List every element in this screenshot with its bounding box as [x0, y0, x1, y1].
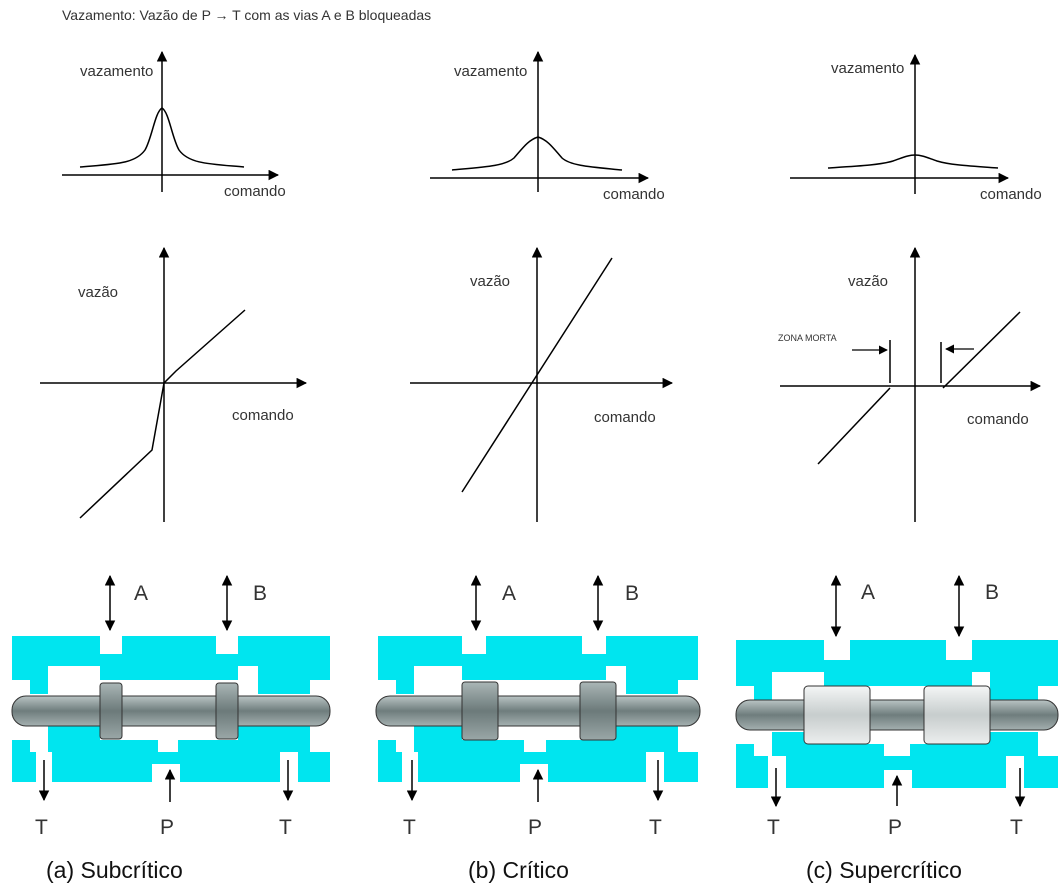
y-label: vazão: [470, 273, 510, 290]
x-label: comando: [603, 186, 665, 203]
valve-body-bottom: [378, 726, 698, 782]
leak-graph-c: vazamento comando: [790, 53, 1042, 203]
flow-curve-negative: [817, 387, 891, 465]
y-label: vazão: [78, 284, 118, 301]
valve-a: A B T P T: [11, 574, 331, 839]
valve-body-top: [12, 636, 330, 694]
header-text: Vazamento: Vazão de P → T com as vias A …: [62, 7, 431, 23]
port-b-label: B: [985, 581, 999, 604]
flow-graph-b: vazão comando: [410, 246, 674, 522]
spool-land-right: [923, 685, 991, 745]
port-t-left-label: T: [35, 816, 48, 839]
y-label: vazamento: [454, 63, 527, 80]
port-p-label: P: [160, 816, 174, 839]
leak-curve: [79, 107, 245, 168]
valve-body-top: [736, 640, 1058, 700]
spool-land-left: [461, 681, 499, 741]
spool-rod: [11, 695, 331, 727]
port-p-label: P: [888, 816, 902, 839]
spool-rod: [375, 695, 701, 727]
caption-a: (a) Subcrítico: [46, 857, 183, 883]
spool-land-right: [215, 682, 239, 740]
port-b-label: B: [253, 582, 267, 605]
spool-land-left: [803, 685, 871, 745]
port-t-left-label: T: [767, 816, 780, 839]
flow-graph-c: ZONA MORTA vazão comando: [778, 246, 1042, 522]
leak-graph-a: vazamento comando: [62, 50, 286, 200]
leak-curve: [451, 136, 623, 171]
valve-body-bottom: [736, 732, 1058, 788]
port-a-label: A: [861, 581, 875, 604]
port-a-label: A: [134, 582, 148, 605]
caption-b: (b) Crítico: [468, 857, 569, 883]
y-label: vazão: [848, 273, 888, 290]
x-label: comando: [980, 186, 1042, 203]
flow-curve: [461, 257, 613, 493]
valve-body-top: [378, 636, 698, 694]
y-label: vazamento: [80, 63, 153, 80]
y-label: vazamento: [831, 60, 904, 77]
spool-rod: [735, 699, 1059, 731]
valve-b: A B T P T: [375, 574, 701, 839]
port-p-label: P: [528, 816, 542, 839]
spool-land-right: [579, 681, 617, 741]
port-t-right-label: T: [649, 816, 662, 839]
leak-graph-b: vazamento comando: [430, 50, 665, 203]
dead-zone-label: ZONA MORTA: [778, 333, 837, 343]
port-t-right-label: T: [279, 816, 292, 839]
x-label: comando: [224, 183, 286, 200]
valve-c: A B T P T: [735, 574, 1059, 839]
caption-c: (c) Supercrítico: [806, 857, 962, 883]
flow-curve: [79, 309, 246, 519]
flow-curve-positive: [942, 311, 1021, 389]
port-a-label: A: [502, 582, 516, 605]
flow-graph-a: vazão comando: [40, 246, 308, 522]
spool-land-left: [99, 682, 123, 740]
x-label: comando: [967, 411, 1029, 428]
port-b-label: B: [625, 582, 639, 605]
port-t-left-label: T: [403, 816, 416, 839]
valve-body-bottom: [12, 726, 330, 782]
leak-curve: [827, 154, 999, 169]
x-label: comando: [594, 409, 656, 426]
x-label: comando: [232, 407, 294, 424]
port-t-right-label: T: [1010, 816, 1023, 839]
